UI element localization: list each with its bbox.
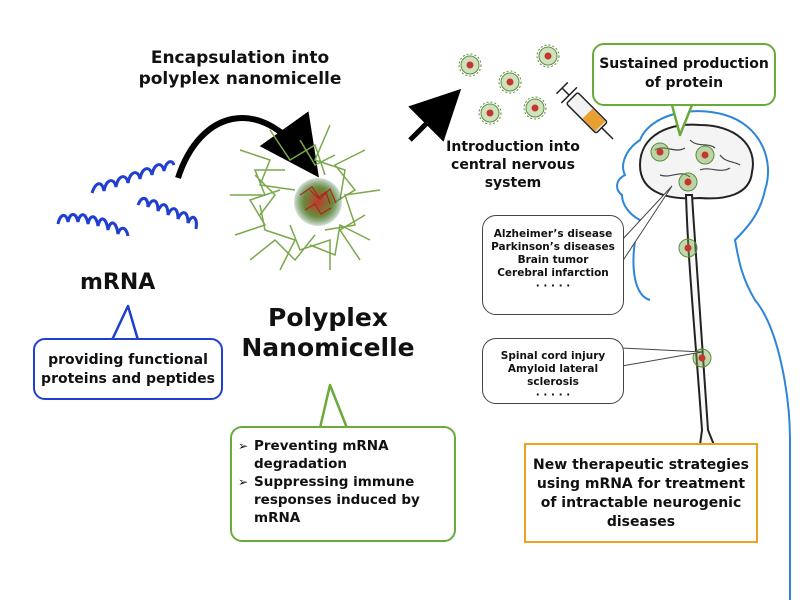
sustained-production-box: Sustained production of protein <box>592 43 776 106</box>
floating-micelles <box>458 44 560 125</box>
nanomicelle-callout-tail <box>318 383 349 429</box>
bullet-line: degradation <box>254 456 347 472</box>
sustained-line: of protein <box>644 75 724 91</box>
nanomicelle-title-line: Polyplex <box>268 303 388 332</box>
nanomicelle-bullet: Suppressing immune responses induced by … <box>238 473 448 527</box>
mrna-coils <box>56 160 198 237</box>
disease-ellipsis: · · · · · <box>535 280 571 292</box>
disease-item: Cerebral infarction <box>497 267 609 279</box>
nanomicelle-bullet-list: Preventing mRNA degradation Suppressing … <box>238 437 448 527</box>
mrna-callout-line: proteins and peptides <box>41 371 215 387</box>
disease-item: Spinal cord injury <box>500 350 606 362</box>
syringe-icon <box>555 81 614 140</box>
polyplex-nanomicelle-graphic <box>230 124 381 271</box>
mrna-coil-1 <box>90 160 176 194</box>
nanomicelle-title-line: Nanomicelle <box>241 333 415 362</box>
spinal-callout-tail <box>621 347 703 367</box>
bullet-line: Preventing mRNA <box>254 438 389 454</box>
spinal-disease-box: Spinal cord injury Amyloid lateral scler… <box>482 338 624 404</box>
encapsulation-label-line: polyplex nanomicelle <box>138 69 342 89</box>
encapsulation-label: Encapsulation into polyplex nanomicelle <box>120 48 360 90</box>
introduction-label: Introduction into central nervous system <box>438 138 588 192</box>
strategy-line: using mRNA for treatment <box>536 476 746 492</box>
encapsulation-arrow <box>175 111 319 179</box>
human-silhouette <box>616 110 791 600</box>
spinal-cord <box>684 194 716 446</box>
nanomicelle-title: Polyplex Nanomicelle <box>238 303 418 363</box>
introduction-arrow <box>408 88 462 142</box>
introduction-label-line: Introduction into <box>446 139 580 155</box>
introduction-label-line: central nervous <box>451 157 575 173</box>
bullet-line: responses induced by <box>254 492 420 508</box>
disease-item: Brain tumor <box>517 254 589 266</box>
bullet-line: Suppressing immune <box>254 474 415 490</box>
therapeutic-strategy-box: New therapeutic strategies using mRNA fo… <box>524 443 758 543</box>
disease-ellipsis: · · · · · <box>535 389 571 401</box>
sustained-line: Sustained production <box>599 56 769 72</box>
nanomicelle-callout-box: Preventing mRNA degradation Suppressing … <box>230 426 456 542</box>
brain-icon <box>638 123 754 200</box>
strategy-line: New therapeutic strategies <box>533 457 749 473</box>
nanomicelle-bullet: Preventing mRNA degradation <box>238 437 448 473</box>
mrna-coil-3 <box>136 197 198 230</box>
strategy-line: of intractable neurogenic <box>540 495 742 511</box>
strategy-line: diseases <box>606 514 676 530</box>
brain-disease-box: Alzheimer’s disease Parkinson’s diseases… <box>482 215 624 315</box>
disease-item: Parkinson’s diseases <box>491 241 615 253</box>
disease-item: Alzheimer’s disease <box>493 228 613 240</box>
introduction-label-line: system <box>484 175 542 191</box>
disease-item: Amyloid lateral sclerosis <box>507 363 599 388</box>
cns-micelles <box>650 142 715 368</box>
mrna-coil-2 <box>56 213 130 237</box>
sustained-callout-tail <box>670 104 694 137</box>
brain-callout-tail <box>621 185 673 263</box>
mrna-callout-tail <box>110 304 140 341</box>
mrna-label: mRNA <box>80 270 156 295</box>
mrna-callout-line: providing functional <box>48 352 208 368</box>
encapsulation-label-line: Encapsulation into <box>150 48 330 68</box>
mrna-callout-box: providing functional proteins and peptid… <box>33 338 223 400</box>
bullet-line: mRNA <box>254 510 301 526</box>
